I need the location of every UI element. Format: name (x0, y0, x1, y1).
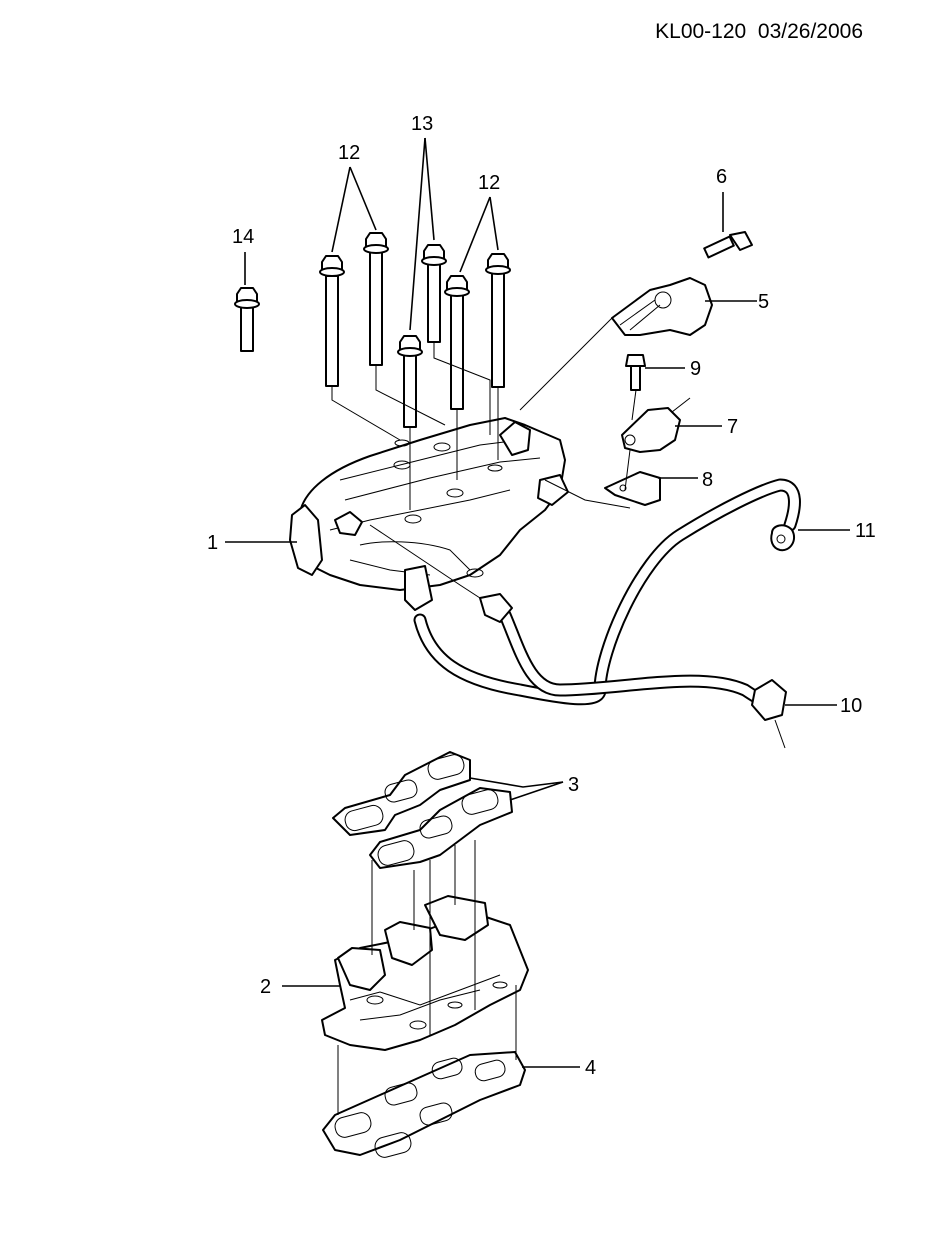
callout-8: 8 (702, 469, 713, 491)
solenoid-bolt (625, 354, 646, 391)
diagram-date: 03/26/2006 (757, 20, 863, 43)
bolt-13-b (397, 335, 423, 428)
upper-intake-manifold (289, 417, 569, 591)
diagram-code: KL00-120 (655, 20, 747, 43)
solenoid-bracket (604, 471, 661, 506)
callout-labels: 1 2 3 4 5 6 7 8 9 10 11 12 12 13 14 (207, 113, 876, 1079)
callout-14: 14 (232, 226, 254, 248)
callout-1: 1 (207, 532, 218, 554)
actuator-bolt (703, 231, 753, 259)
bolt-14 (234, 287, 260, 352)
leader-lines (225, 137, 850, 1068)
callout-12-left: 12 (338, 142, 360, 164)
callout-7: 7 (727, 416, 738, 438)
callout-6: 6 (716, 166, 727, 188)
callout-4: 4 (585, 1057, 596, 1079)
bolt-13-a (421, 244, 447, 343)
assembly-guide-lines (331, 317, 637, 1115)
upper-intake-gaskets (332, 751, 513, 869)
callout-3: 3 (568, 774, 579, 796)
callout-13: 13 (411, 113, 433, 135)
bolt-12-d (485, 253, 511, 388)
callout-9: 9 (690, 358, 701, 380)
manifold-bolts (234, 232, 511, 428)
vacuum-solenoid (621, 397, 691, 453)
callout-12-right: 12 (478, 172, 500, 194)
lower-intake-manifold (321, 895, 529, 1051)
bolt-12-b (363, 232, 389, 366)
callout-2: 2 (260, 976, 271, 998)
manifold-actuator (611, 277, 713, 336)
vacuum-hoses (404, 478, 801, 749)
callout-5: 5 (758, 291, 769, 313)
bolt-12-c (444, 275, 470, 410)
callout-11: 11 (855, 520, 876, 542)
diagram-header: KL00-120 03/26/2006 (655, 20, 863, 44)
bolt-12-a (319, 255, 345, 387)
callout-10: 10 (840, 695, 862, 717)
lower-intake-gasket (322, 1051, 526, 1158)
